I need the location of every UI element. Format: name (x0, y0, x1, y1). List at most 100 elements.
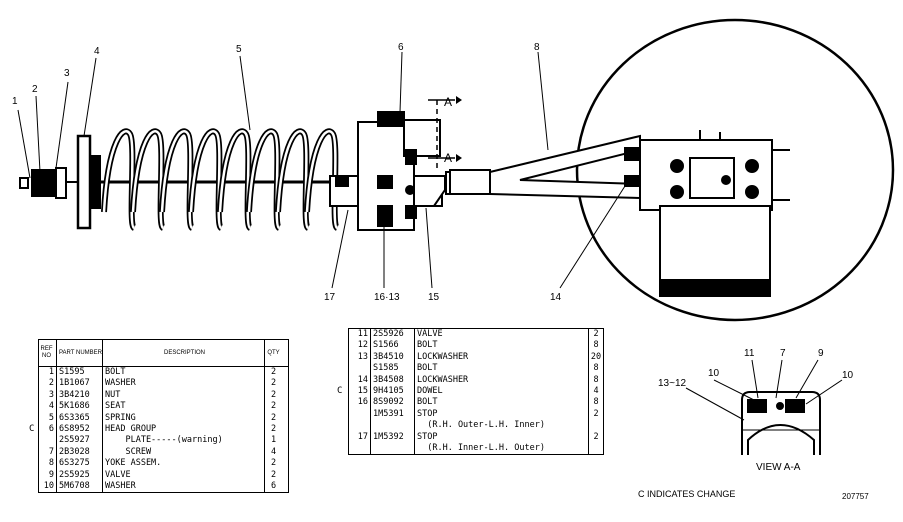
callout-5: 5 (236, 44, 242, 55)
description-cell: WASHER (103, 481, 265, 493)
qty-cell: 4 (593, 386, 599, 397)
qty-cell: 8 (593, 340, 599, 351)
ref-cell: 4 (39, 401, 57, 413)
part-number-cell: 2S5926 (371, 329, 415, 341)
qty-cell: 1 (270, 435, 277, 446)
bolt-end (19, 177, 29, 189)
part-number-cell: 5K1686 (57, 401, 103, 413)
qty-cell: 8 (593, 397, 599, 408)
idler-wheel (575, 18, 895, 322)
description-cell: YOKE ASSEM. (103, 458, 265, 470)
ref-cell (349, 363, 371, 375)
spring-coil (188, 128, 224, 231)
callout-6: 6 (398, 42, 404, 53)
view-a-a-detail (741, 391, 821, 455)
qty-cell: 4 (270, 446, 277, 457)
ref-cell: 17 (349, 431, 371, 444)
part-number-cell: 6S3275 (57, 458, 103, 470)
part-number-cell: 5M6708 (57, 481, 103, 493)
qty-cell: 2 (270, 469, 277, 480)
section-a-top: A (444, 95, 452, 109)
qty-cell: 2 (593, 408, 599, 419)
view-callout-10b: 10 (842, 370, 854, 381)
callout-1: 1 (12, 96, 18, 107)
qty-cell: 2 (270, 367, 277, 377)
callout-15: 15 (428, 292, 440, 303)
description-cell: LOCKWASHER (415, 351, 589, 364)
table-header: REF NO PART NUMBER DESCRIPTION QTY (39, 340, 288, 367)
callout-8: 8 (534, 42, 540, 53)
description-cell: VALVE (415, 329, 589, 341)
table-row: 2S5927 PLATE-----(warning)1 (39, 435, 288, 447)
description-cell: HEAD GROUP (103, 424, 265, 436)
qty-cell: 2 (270, 458, 277, 469)
part-number-cell: S1566 (371, 340, 415, 352)
part-number-cell (371, 443, 415, 455)
ref-cell: 7 (39, 446, 57, 459)
part-number-cell: 6S8952 (57, 424, 103, 436)
qty-cell: 6 (270, 481, 277, 492)
description-cell: SEAT (103, 401, 265, 413)
ref-cell: 10 (39, 481, 57, 493)
ref-cell: 16 (349, 397, 371, 409)
qty-cell: 2 (593, 329, 599, 339)
ref-cell: 11 (349, 329, 371, 341)
view-callout-13-12: 13~12 (658, 378, 687, 389)
description-cell: BOLT (103, 367, 265, 379)
part-number-cell: 1M5392 (371, 431, 415, 444)
callout-4: 4 (94, 46, 100, 57)
header-part: PART NUMBER (57, 340, 103, 366)
section-a-bottom: A (444, 151, 452, 165)
spring-coil (159, 128, 195, 231)
qty-cell: 8 (593, 363, 599, 374)
ref-cell: 14 (349, 374, 371, 387)
qty-cell: 2 (270, 389, 277, 400)
spring-coil (130, 128, 166, 231)
seat (76, 134, 92, 230)
ref-cell (349, 408, 371, 421)
ref-cell (349, 420, 371, 432)
callout-16-13: 16·13 (374, 292, 400, 303)
nut (31, 169, 55, 197)
spring-coil (275, 128, 311, 231)
spring-coil-highlight (305, 130, 339, 230)
view-callout-11: 11 (744, 348, 755, 359)
part-number-cell: 3B4508 (371, 374, 415, 387)
description-cell: (R.H. Inner-L.H. Outer) (415, 443, 589, 455)
description-cell: LOCKWASHER (415, 374, 589, 387)
part-number-cell: 8S9092 (371, 397, 415, 409)
callout-3: 3 (64, 68, 70, 79)
part-number-cell: 1M5391 (371, 408, 415, 421)
qty-cell: 2 (270, 401, 277, 412)
washer (55, 167, 67, 199)
part-number-cell: 1B1067 (57, 378, 103, 390)
ref-cell (39, 435, 57, 447)
description-cell: DOWEL (415, 386, 589, 398)
ref-cell (349, 443, 371, 455)
callout-14: 14 (550, 292, 562, 303)
header-qty: QTY (267, 349, 280, 356)
description-cell: PLATE-----(warning) (103, 435, 265, 447)
change-mark: C (337, 386, 343, 397)
description-cell: (R.H. Outer-L.H. Inner) (415, 420, 589, 432)
change-mark: C (29, 424, 35, 435)
description-cell: NUT (103, 389, 265, 402)
qty-cell: 2 (593, 431, 599, 442)
